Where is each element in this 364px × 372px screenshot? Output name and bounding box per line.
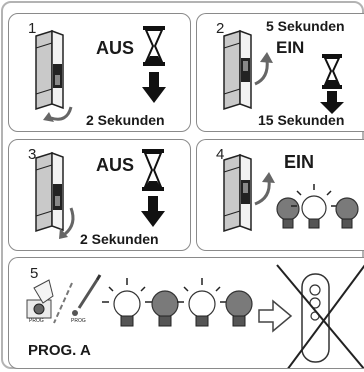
step-2-label: EIN bbox=[276, 38, 305, 57]
step-2-graphics bbox=[223, 29, 344, 114]
prog-button-label-2: PROG bbox=[71, 318, 86, 324]
step-3-duration: 2 Sekunden bbox=[80, 231, 159, 247]
circuit-breaker-icon bbox=[223, 153, 252, 233]
light-bulb-icon bbox=[291, 184, 337, 229]
step-5-graphics bbox=[26, 264, 364, 368]
arrow-down-icon bbox=[142, 72, 166, 103]
curved-arrow-icon bbox=[63, 207, 75, 236]
step-1-duration: 2 Sekunden bbox=[86, 112, 165, 128]
hourglass-icon bbox=[142, 149, 164, 191]
dashed-divider bbox=[53, 282, 73, 324]
light-bulb-icon bbox=[335, 197, 359, 229]
circuit-breaker-icon bbox=[35, 29, 64, 111]
step-3-graphics bbox=[35, 149, 165, 239]
light-bulb-icon bbox=[276, 197, 300, 229]
light-bulb-icon bbox=[177, 278, 227, 327]
hourglass-icon bbox=[322, 54, 342, 89]
step-2-panel: 2 5 Sekunden EIN bbox=[196, 13, 364, 132]
step-4-label: EIN bbox=[284, 152, 315, 172]
step-4-graphics bbox=[223, 153, 359, 233]
light-bulb-icon bbox=[225, 290, 253, 327]
arrow-down-icon bbox=[141, 196, 165, 227]
circuit-breaker-icon bbox=[223, 29, 252, 111]
cross-out-icon bbox=[276, 264, 364, 368]
step-5-number: 5 bbox=[30, 265, 39, 282]
step-3-number: 3 bbox=[28, 146, 37, 163]
step-1-graphics bbox=[35, 26, 166, 122]
curved-arrow-icon bbox=[254, 59, 269, 86]
step-3-label: AUS bbox=[96, 155, 135, 175]
step-2-duration-max: 15 Sekunden bbox=[258, 112, 345, 128]
prog-button-icon bbox=[72, 274, 102, 316]
step-2-duration-min: 5 Sekunden bbox=[266, 18, 345, 34]
light-bulb-icon bbox=[102, 278, 152, 327]
light-bulb-icon bbox=[151, 290, 179, 327]
circuit-breaker-icon bbox=[35, 151, 64, 233]
step-1-number: 1 bbox=[28, 20, 37, 37]
step-4-panel: 4 bbox=[196, 139, 364, 251]
arrow-down-icon bbox=[320, 91, 344, 114]
step-3-panel: 3 AUS 2 Sekunden bbox=[8, 139, 191, 251]
step-5-label: PROG. A bbox=[28, 342, 91, 359]
curved-arrow-icon bbox=[50, 106, 73, 121]
step-5-panel: 5 bbox=[8, 257, 364, 369]
prog-button-label-1: PROG bbox=[29, 318, 44, 324]
arrow-right-icon bbox=[258, 299, 293, 333]
step-1-panel: 1 AUS 2 Sekunden bbox=[8, 13, 191, 132]
hourglass-icon bbox=[143, 26, 165, 66]
step-2-number: 2 bbox=[216, 20, 225, 37]
curved-arrow-icon bbox=[254, 179, 271, 206]
step-4-number: 4 bbox=[216, 146, 225, 163]
prog-button-icon bbox=[26, 279, 54, 319]
step-1-label: AUS bbox=[96, 38, 135, 58]
